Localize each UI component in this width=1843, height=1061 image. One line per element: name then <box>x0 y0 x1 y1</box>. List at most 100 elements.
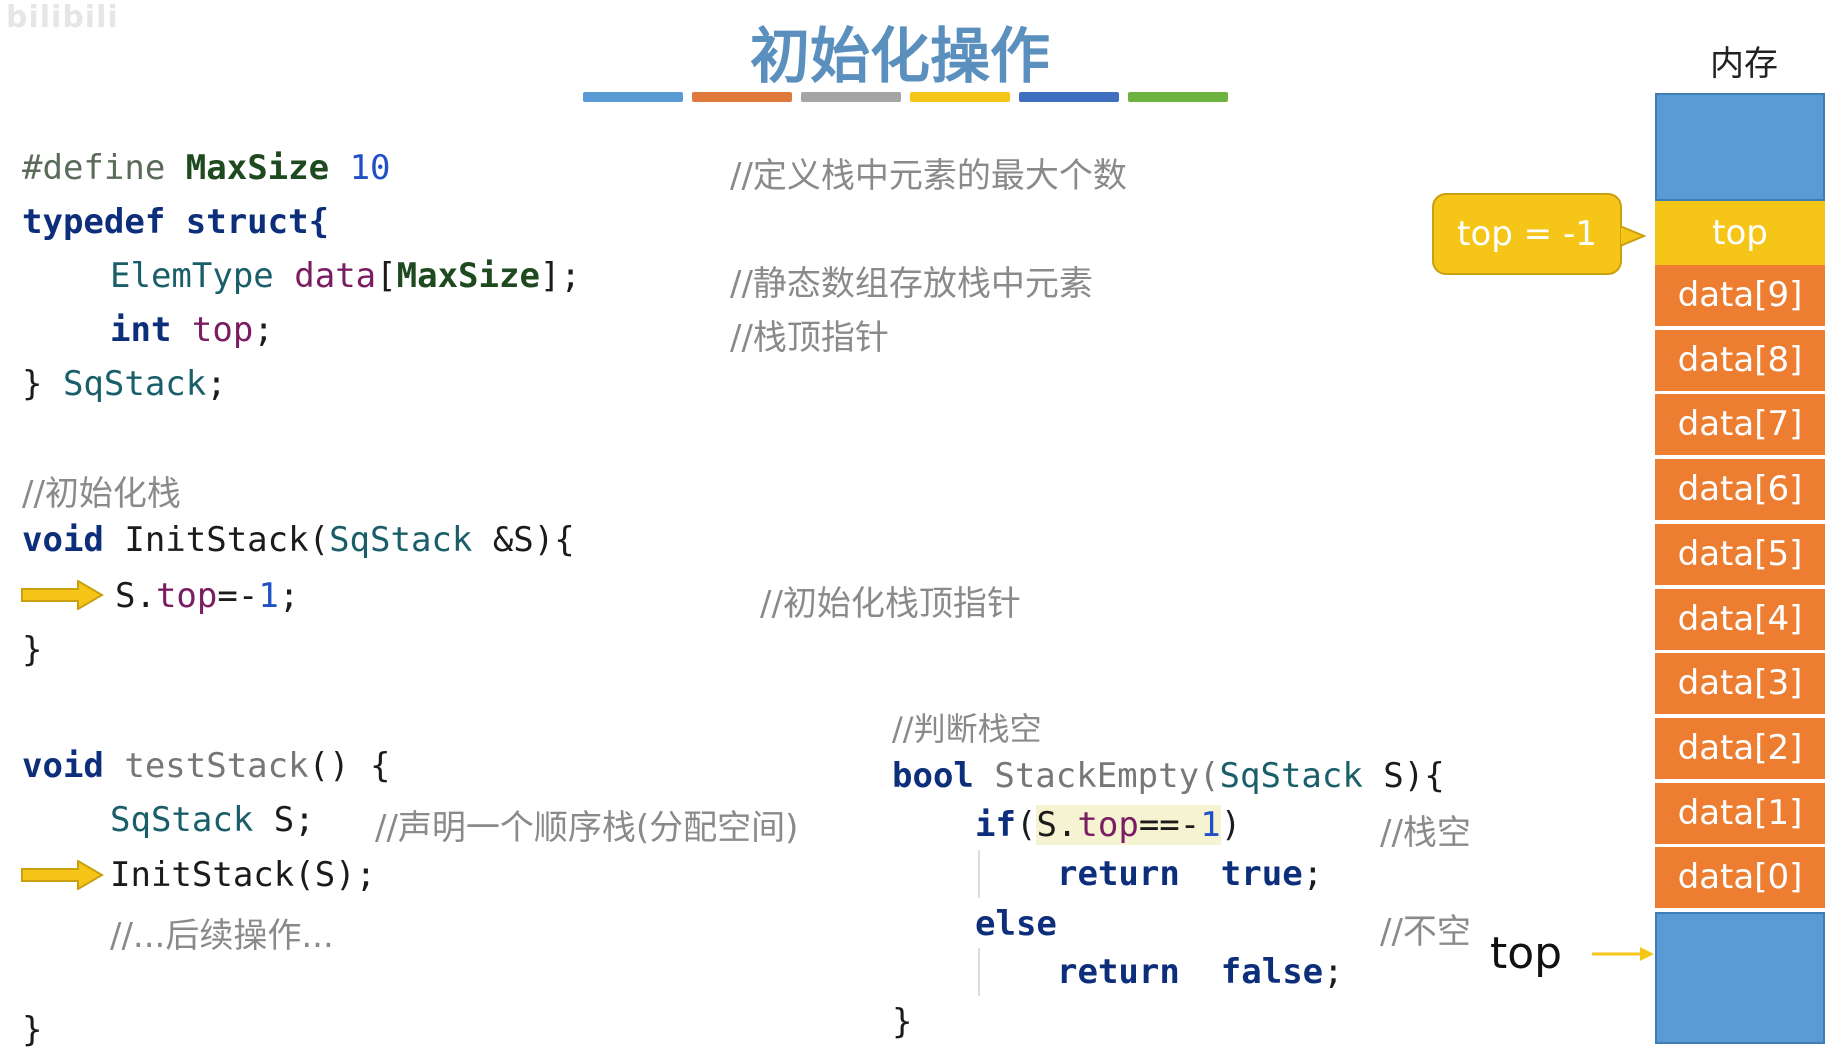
comment-top: //栈顶指针 <box>730 318 889 358</box>
cond-eq-token: ==- <box>1138 805 1201 845</box>
semicolon-token: ; <box>1323 952 1344 992</box>
code-line-top-field: int top; <box>110 310 274 350</box>
top-pointer-arrow-icon <box>1592 947 1654 961</box>
cond-top-token: top <box>1077 805 1139 845</box>
semicolon-token: ; <box>278 576 300 616</box>
top-pointer-label: top <box>1490 928 1563 979</box>
code-line-init-body: S.top=-1; <box>115 576 299 616</box>
define-keyword: #define <box>22 148 166 188</box>
comment-init-body: //初始化栈顶指针 <box>760 584 1021 624</box>
memory-free-block <box>1655 93 1825 201</box>
memory-cell: data[0] <box>1655 847 1825 911</box>
title-bar-3 <box>801 92 901 102</box>
memory-cell: data[2] <box>1655 717 1825 781</box>
code-line-empty-close: } <box>892 1002 913 1042</box>
stackempty-param-type: SqStack <box>1219 756 1363 796</box>
call-line-arrow-icon <box>21 860 104 890</box>
stackempty-name: StackEmpty( <box>973 756 1220 796</box>
top-token: top <box>191 310 254 350</box>
code-line-init-close: } <box>22 630 43 670</box>
code-line-stackempty-sig: bool StackEmpty(SqStack S){ <box>892 756 1445 796</box>
code-line-typedef: typedef struct{ <box>22 202 330 242</box>
teststack-name: testStack <box>103 746 309 786</box>
semicolon-token: ; <box>1302 854 1324 894</box>
initstack-name: InitStack( <box>103 520 330 560</box>
comment-empty-title: //判断栈空 <box>892 710 1042 748</box>
data-token: data <box>294 256 377 296</box>
return-keyword: return <box>1057 854 1180 894</box>
decl-type: SqStack <box>110 800 254 840</box>
code-line-decl: SqStack S; <box>110 800 315 840</box>
stackempty-param-rest: S){ <box>1362 756 1445 796</box>
watermark: bilibili <box>6 0 119 35</box>
comment-empty: //栈空 <box>1380 813 1471 853</box>
memory-base-block <box>1655 912 1825 1044</box>
memory-cell: data[5] <box>1655 523 1825 587</box>
initstack-param-type: SqStack <box>329 520 473 560</box>
comment-not-empty: //不空 <box>1380 912 1471 952</box>
title-bar-4 <box>910 92 1010 102</box>
title-bar-1 <box>583 92 683 102</box>
void-keyword: void <box>22 520 104 560</box>
comment-define: //定义栈中元素的最大个数 <box>730 156 1127 196</box>
memory-cell: data[9] <box>1655 265 1825 328</box>
true-keyword: true <box>1220 854 1303 894</box>
memory-cell: data[3] <box>1655 653 1825 717</box>
decl-rest: S; <box>253 800 315 840</box>
page-title: 初始化操作 <box>750 22 1050 92</box>
assign-token: =- <box>217 576 259 616</box>
indent-guide <box>978 850 980 898</box>
memory-cell: data[6] <box>1655 459 1825 523</box>
memory-cell: data[8] <box>1655 329 1825 393</box>
code-line-return-false: return false; <box>1057 952 1344 992</box>
maxsize-token: MaxSize <box>396 256 540 296</box>
bool-keyword: bool <box>892 756 974 796</box>
condition-highlight: S.top==-1 <box>1036 805 1221 845</box>
comment-data: //静态数组存放栈中元素 <box>730 264 1093 304</box>
title-bar-6 <box>1128 92 1228 102</box>
code-line-else: else <box>975 904 1057 944</box>
title-bar-2 <box>692 92 792 102</box>
if-keyword: if <box>975 805 1016 845</box>
callout-pointer-icon <box>1620 224 1646 248</box>
memory-cell: data[7] <box>1655 394 1825 458</box>
code-line-define: #define MaxSize 10 <box>22 148 391 188</box>
memory-cell: data[1] <box>1655 782 1825 846</box>
title-bar-5 <box>1019 92 1119 102</box>
code-line-initstack-sig: void InitStack(SqStack &S){ <box>22 520 575 560</box>
top-value-callout: top = -1 <box>1432 193 1622 275</box>
minus-one-value: 1 <box>258 576 279 616</box>
code-line-struct-close: } SqStack; <box>22 364 227 404</box>
elemtype-token: ElemType <box>110 256 274 296</box>
comment-decl: //声明一个顺序栈(分配空间) <box>375 808 799 848</box>
comment-more: //...后续操作... <box>110 916 334 956</box>
false-keyword: false <box>1220 952 1324 992</box>
current-line-arrow-icon <box>21 580 104 610</box>
return-keyword: return <box>1057 952 1180 992</box>
code-line-return-true: return true; <box>1057 854 1323 894</box>
comment-init: //初始化栈 <box>22 474 181 514</box>
teststack-rest: () { <box>308 746 391 786</box>
memory-top-cell: top <box>1655 201 1825 265</box>
define-value: 10 <box>349 148 391 188</box>
int-keyword: int <box>110 310 172 350</box>
void-keyword: void <box>22 746 104 786</box>
initstack-param-rest: &S){ <box>472 520 575 560</box>
memory-cell: data[4] <box>1655 588 1825 652</box>
sqstack-name: SqStack <box>62 364 207 404</box>
code-line-teststack-sig: void testStack() { <box>22 746 390 786</box>
cond-value: 1 <box>1200 805 1221 845</box>
define-name: MaxSize <box>185 148 330 188</box>
code-line-if: if(S.top==-1) <box>975 805 1241 845</box>
struct-semicolon: ; <box>206 364 227 404</box>
top-token: top <box>155 576 218 616</box>
s-token: S. <box>115 576 156 616</box>
cond-close: ) <box>1220 805 1242 845</box>
cond-open: ( <box>1015 805 1037 845</box>
indent-guide <box>978 948 980 996</box>
closing-brace: } <box>22 364 63 404</box>
code-line-data-field: ElemType data[MaxSize]; <box>110 256 581 296</box>
cond-s-token: S. <box>1036 805 1078 845</box>
code-line-call: InitStack(S); <box>110 855 377 895</box>
memory-title: 内存 <box>1710 44 1778 84</box>
